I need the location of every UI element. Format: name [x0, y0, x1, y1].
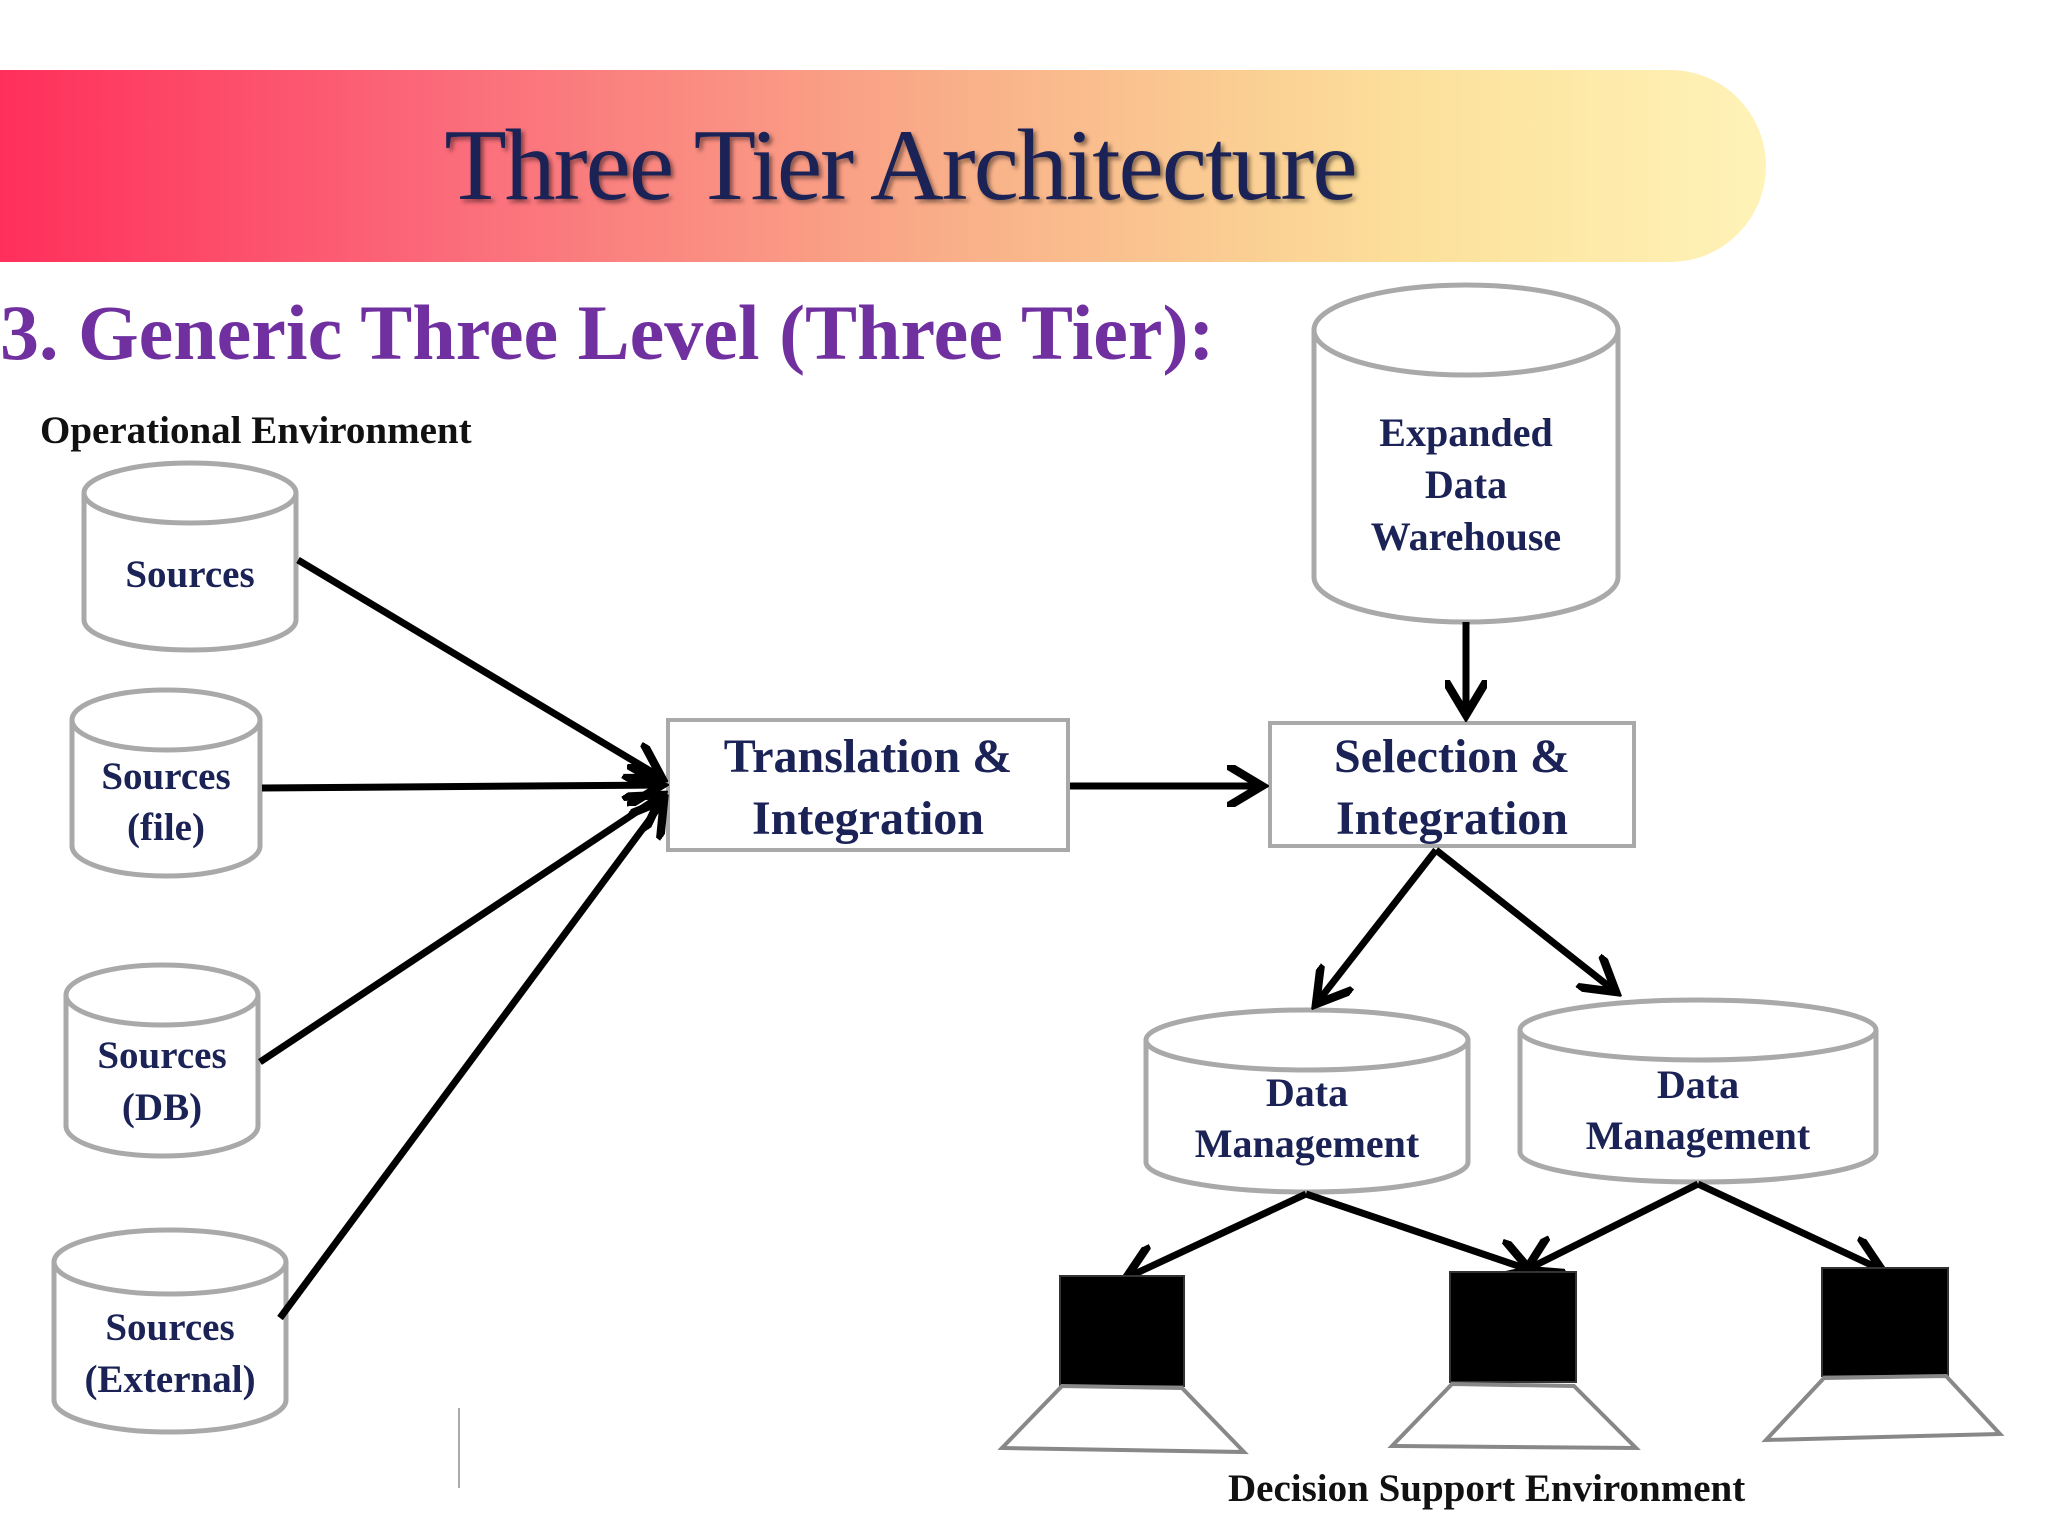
- arrow-selection-to-dm2: [1433, 847, 1616, 992]
- data-management-1-label-line2: Management: [1195, 1121, 1420, 1166]
- selection-integration-box: Selection & Integration: [1268, 721, 1636, 848]
- data-management-2-label-line2: Management: [1586, 1113, 1811, 1158]
- selection-label-line1: Selection &: [1334, 730, 1570, 783]
- source-file-label-line1: Sources: [101, 755, 230, 798]
- source-external-label-line2: (External): [84, 1358, 255, 1401]
- title-banner: [0, 70, 1766, 262]
- arrow-dm1-to-terminal-2: [1304, 1190, 1530, 1270]
- arrow-source-file-to-translation: [261, 785, 662, 788]
- divider-line: [458, 1408, 460, 1488]
- translation-label-line1: Translation &: [724, 730, 1012, 783]
- source-db-cylinder: Sources: [81, 460, 299, 653]
- warehouse-label-line2: Data: [1425, 462, 1507, 507]
- arrow-source-to-translation: [296, 556, 662, 778]
- computer-terminal-icon: [1761, 1267, 2005, 1443]
- source-label: Sources: [125, 553, 254, 596]
- source-db-label-line1: Sources: [97, 1034, 226, 1077]
- slide-title: Three Tier Architecture: [444, 109, 1357, 222]
- arrow-dm2-to-terminal-3: [1696, 1180, 1882, 1270]
- source-file-cylinder: Sources (file): [69, 687, 263, 879]
- data-management-2-label-line1: Data: [1657, 1062, 1739, 1107]
- decision-support-environment-label: Decision Support Environment: [1228, 1467, 1746, 1510]
- arrow-dm1-to-terminal-1: [1126, 1190, 1308, 1278]
- computer-terminal-icon: [997, 1275, 1249, 1455]
- operational-environment-label: Operational Environment: [40, 409, 472, 452]
- source-external-cylinder: Sources (External): [51, 1227, 289, 1435]
- warehouse-label-line1: Expanded: [1379, 410, 1552, 455]
- arrow-selection-to-dm1: [1316, 847, 1439, 1004]
- arrow-source-external-to-translation: [277, 800, 664, 1321]
- data-management-1-label-line1: Data: [1266, 1070, 1348, 1115]
- expanded-data-warehouse-cylinder: Expanded Data Warehouse: [1311, 282, 1621, 625]
- selection-label-line2: Integration: [1336, 792, 1568, 845]
- source-db-cylinder-2: Sources (DB): [63, 962, 261, 1159]
- source-file-label-line2: (file): [127, 806, 205, 849]
- arrow-source-db-to-translation: [258, 795, 662, 1065]
- slide-subtitle: 3. Generic Three Level (Three Tier):: [0, 289, 1215, 376]
- translation-integration-box: Translation & Integration: [666, 718, 1070, 852]
- arrow-dm2-to-terminal-2: [1526, 1180, 1700, 1270]
- warehouse-label-line3: Warehouse: [1371, 514, 1561, 559]
- source-db-label-line2: (DB): [122, 1086, 202, 1129]
- source-external-label-line1: Sources: [105, 1306, 234, 1349]
- data-management-cylinder-2: Data Management: [1517, 997, 1879, 1185]
- data-management-cylinder-1: Data Management: [1143, 1007, 1471, 1195]
- translation-label-line2: Integration: [752, 792, 984, 845]
- computer-terminal-icon: [1387, 1271, 1641, 1451]
